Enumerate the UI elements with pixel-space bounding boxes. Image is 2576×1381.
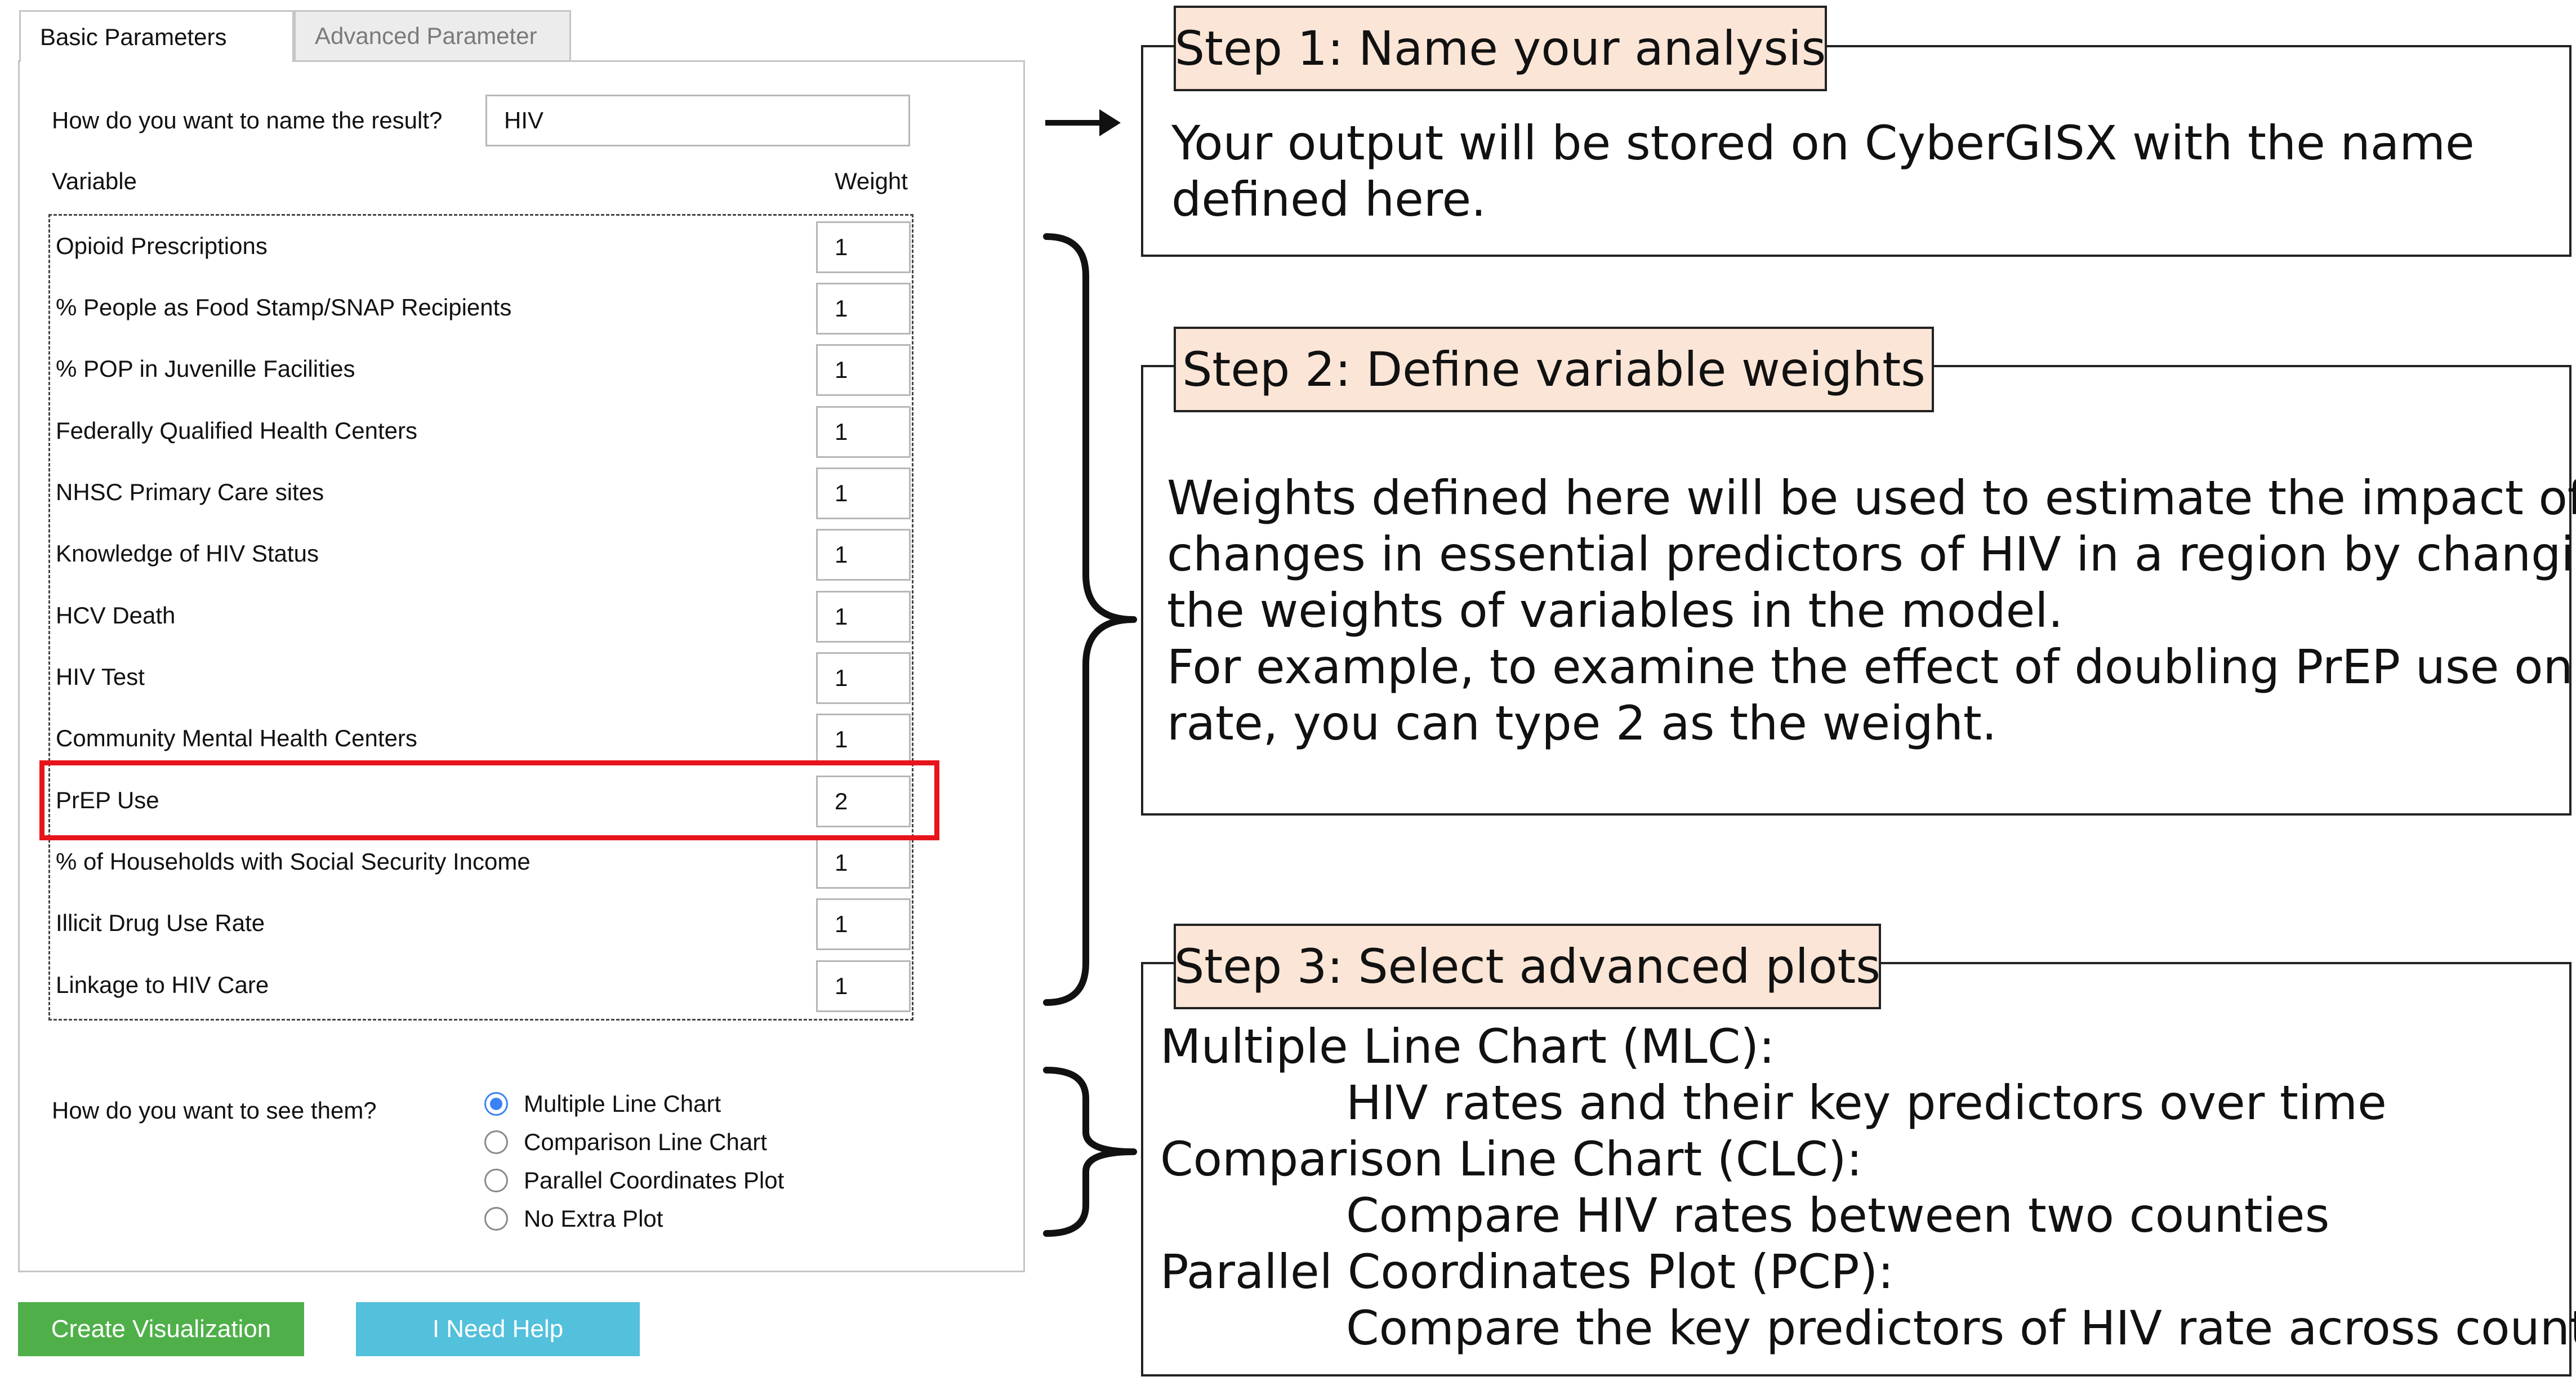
variable-label: HCV Death — [56, 602, 176, 629]
variable-row-illicit-drug-use: Illicit Drug Use Rate — [50, 893, 912, 954]
step2-line: the weights of variables in the model. — [1167, 583, 2064, 638]
result-name-input[interactable] — [485, 95, 910, 146]
variable-label: % POP in Juvenille Facilities — [56, 355, 355, 382]
radio-button[interactable] — [484, 1207, 508, 1231]
radio-label: Multiple Line Chart — [524, 1090, 721, 1117]
variable-row-hcv-death: HCV Death — [50, 585, 912, 647]
help-button[interactable]: I Need Help — [356, 1302, 640, 1356]
step2-line: rate, you can type 2 as the weight. — [1167, 696, 1997, 751]
weight-input-mental-health-centers[interactable] — [816, 714, 911, 765]
variable-row-juvenille-facilities: % POP in Juvenille Facilities — [50, 338, 912, 400]
variable-label: PrEP Use — [56, 787, 159, 813]
variable-row-social-security-income: % of Households with Social Security Inc… — [50, 831, 912, 893]
step3-line: Multiple Line Chart (MLC): — [1160, 1019, 1775, 1074]
weight-column-header: Weight — [835, 168, 908, 194]
step1-line: defined here. — [1171, 172, 1486, 227]
weight-input-hcv-death[interactable] — [816, 591, 911, 643]
arrow-right-icon — [1045, 109, 1121, 136]
weight-input-snap-recipients[interactable] — [816, 283, 911, 335]
tab-advanced-parameter[interactable]: Advanced Parameter — [294, 10, 571, 62]
weight-input-illicit-drug-use[interactable] — [816, 898, 911, 950]
step3-title: Step 3: Select advanced plots — [1174, 924, 1881, 1009]
variable-row-snap-recipients: % People as Food Stamp/SNAP Recipients — [50, 277, 912, 338]
variable-list: Opioid Prescriptions % People as Food St… — [48, 214, 913, 1021]
radio-button[interactable] — [484, 1169, 508, 1192]
weight-input-opioid-prescriptions[interactable] — [816, 221, 911, 273]
view-question-label: How do you want to see them? — [52, 1097, 377, 1124]
variable-label: Opioid Prescriptions — [56, 233, 268, 259]
variable-label: Federally Qualified Health Centers — [56, 417, 417, 444]
variable-row-linkage-to-care: Linkage to HIV Care — [50, 955, 912, 1016]
variable-label: Community Mental Health Centers — [56, 725, 417, 751]
step3-line: Compare the key predictors of HIV rate a… — [1346, 1300, 2576, 1356]
radio-parallel-coordinates-plot[interactable]: Parallel Coordinates Plot — [484, 1162, 784, 1199]
step3-line: Compare HIV rates between two counties — [1346, 1188, 2330, 1243]
weight-input-fqhc[interactable] — [816, 406, 911, 458]
weight-input-juvenille-facilities[interactable] — [816, 344, 911, 396]
variable-row-hiv-status-knowledge: Knowledge of HIV Status — [50, 523, 912, 585]
variable-label: HIV Test — [56, 663, 145, 690]
variable-row-fqhc: Federally Qualified Health Centers — [50, 400, 912, 462]
create-visualization-button[interactable]: Create Visualization — [18, 1302, 304, 1356]
weight-input-linkage-to-care[interactable] — [816, 960, 911, 1012]
radio-label: Comparison Line Chart — [524, 1129, 767, 1155]
radio-button[interactable] — [484, 1130, 508, 1154]
variable-row-mental-health-centers: Community Mental Health Centers — [50, 708, 912, 769]
variable-label: % People as Food Stamp/SNAP Recipients — [56, 294, 512, 320]
variable-row-nhsc-sites: NHSC Primary Care sites — [50, 462, 912, 523]
step3-line: Comparison Line Chart (CLC): — [1160, 1131, 1862, 1187]
variable-label: Linkage to HIV Care — [56, 972, 269, 998]
step3-line: HIV rates and their key predictors over … — [1346, 1075, 2387, 1130]
radio-button-checked[interactable] — [484, 1092, 508, 1116]
step2-line: For example, to examine the effect of do… — [1167, 639, 2576, 694]
brace-step2-icon — [1043, 233, 1137, 1006]
step3-line: Parallel Coordinates Plot (PCP): — [1160, 1244, 1894, 1299]
weight-input-hiv-status-knowledge[interactable] — [816, 529, 911, 581]
radio-label: No Extra Plot — [524, 1205, 663, 1232]
variable-label: NHSC Primary Care sites — [56, 479, 324, 505]
weight-input-hiv-test[interactable] — [816, 652, 911, 704]
radio-label: Parallel Coordinates Plot — [524, 1167, 785, 1193]
step2-title: Step 2: Define variable weights — [1174, 327, 1934, 412]
variable-row-opioid-prescriptions: Opioid Prescriptions — [50, 216, 912, 277]
step2-line: changes in essential predictors of HIV i… — [1167, 527, 2576, 582]
step1-line: Your output will be stored on CyberGISX … — [1171, 115, 2475, 171]
variable-label: Illicit Drug Use Rate — [56, 910, 265, 936]
variable-label: % of Households with Social Security Inc… — [56, 848, 531, 875]
radio-comparison-line-chart[interactable]: Comparison Line Chart — [484, 1124, 767, 1160]
step1-title: Step 1: Name your analysis — [1174, 6, 1827, 91]
variable-row-hiv-test: HIV Test — [50, 647, 912, 708]
step2-line: Weights defined here will be used to est… — [1167, 470, 2576, 525]
weight-input-nhsc-sites[interactable] — [816, 467, 911, 519]
weight-input-prep-use[interactable] — [816, 776, 911, 827]
variable-label: Knowledge of HIV Status — [56, 540, 319, 567]
radio-multiple-line-chart[interactable]: Multiple Line Chart — [484, 1086, 721, 1122]
brace-step3-icon — [1043, 1067, 1137, 1237]
variable-column-header: Variable — [52, 168, 137, 194]
variable-row-prep-use: PrEP Use — [50, 770, 912, 831]
prep-use-highlight — [39, 760, 939, 840]
weight-input-social-security-income[interactable] — [816, 837, 911, 889]
tab-basic-parameters[interactable]: Basic Parameters — [19, 10, 294, 62]
radio-no-extra-plot[interactable]: No Extra Plot — [484, 1201, 663, 1237]
name-question-label: How do you want to name the result? — [52, 107, 443, 133]
